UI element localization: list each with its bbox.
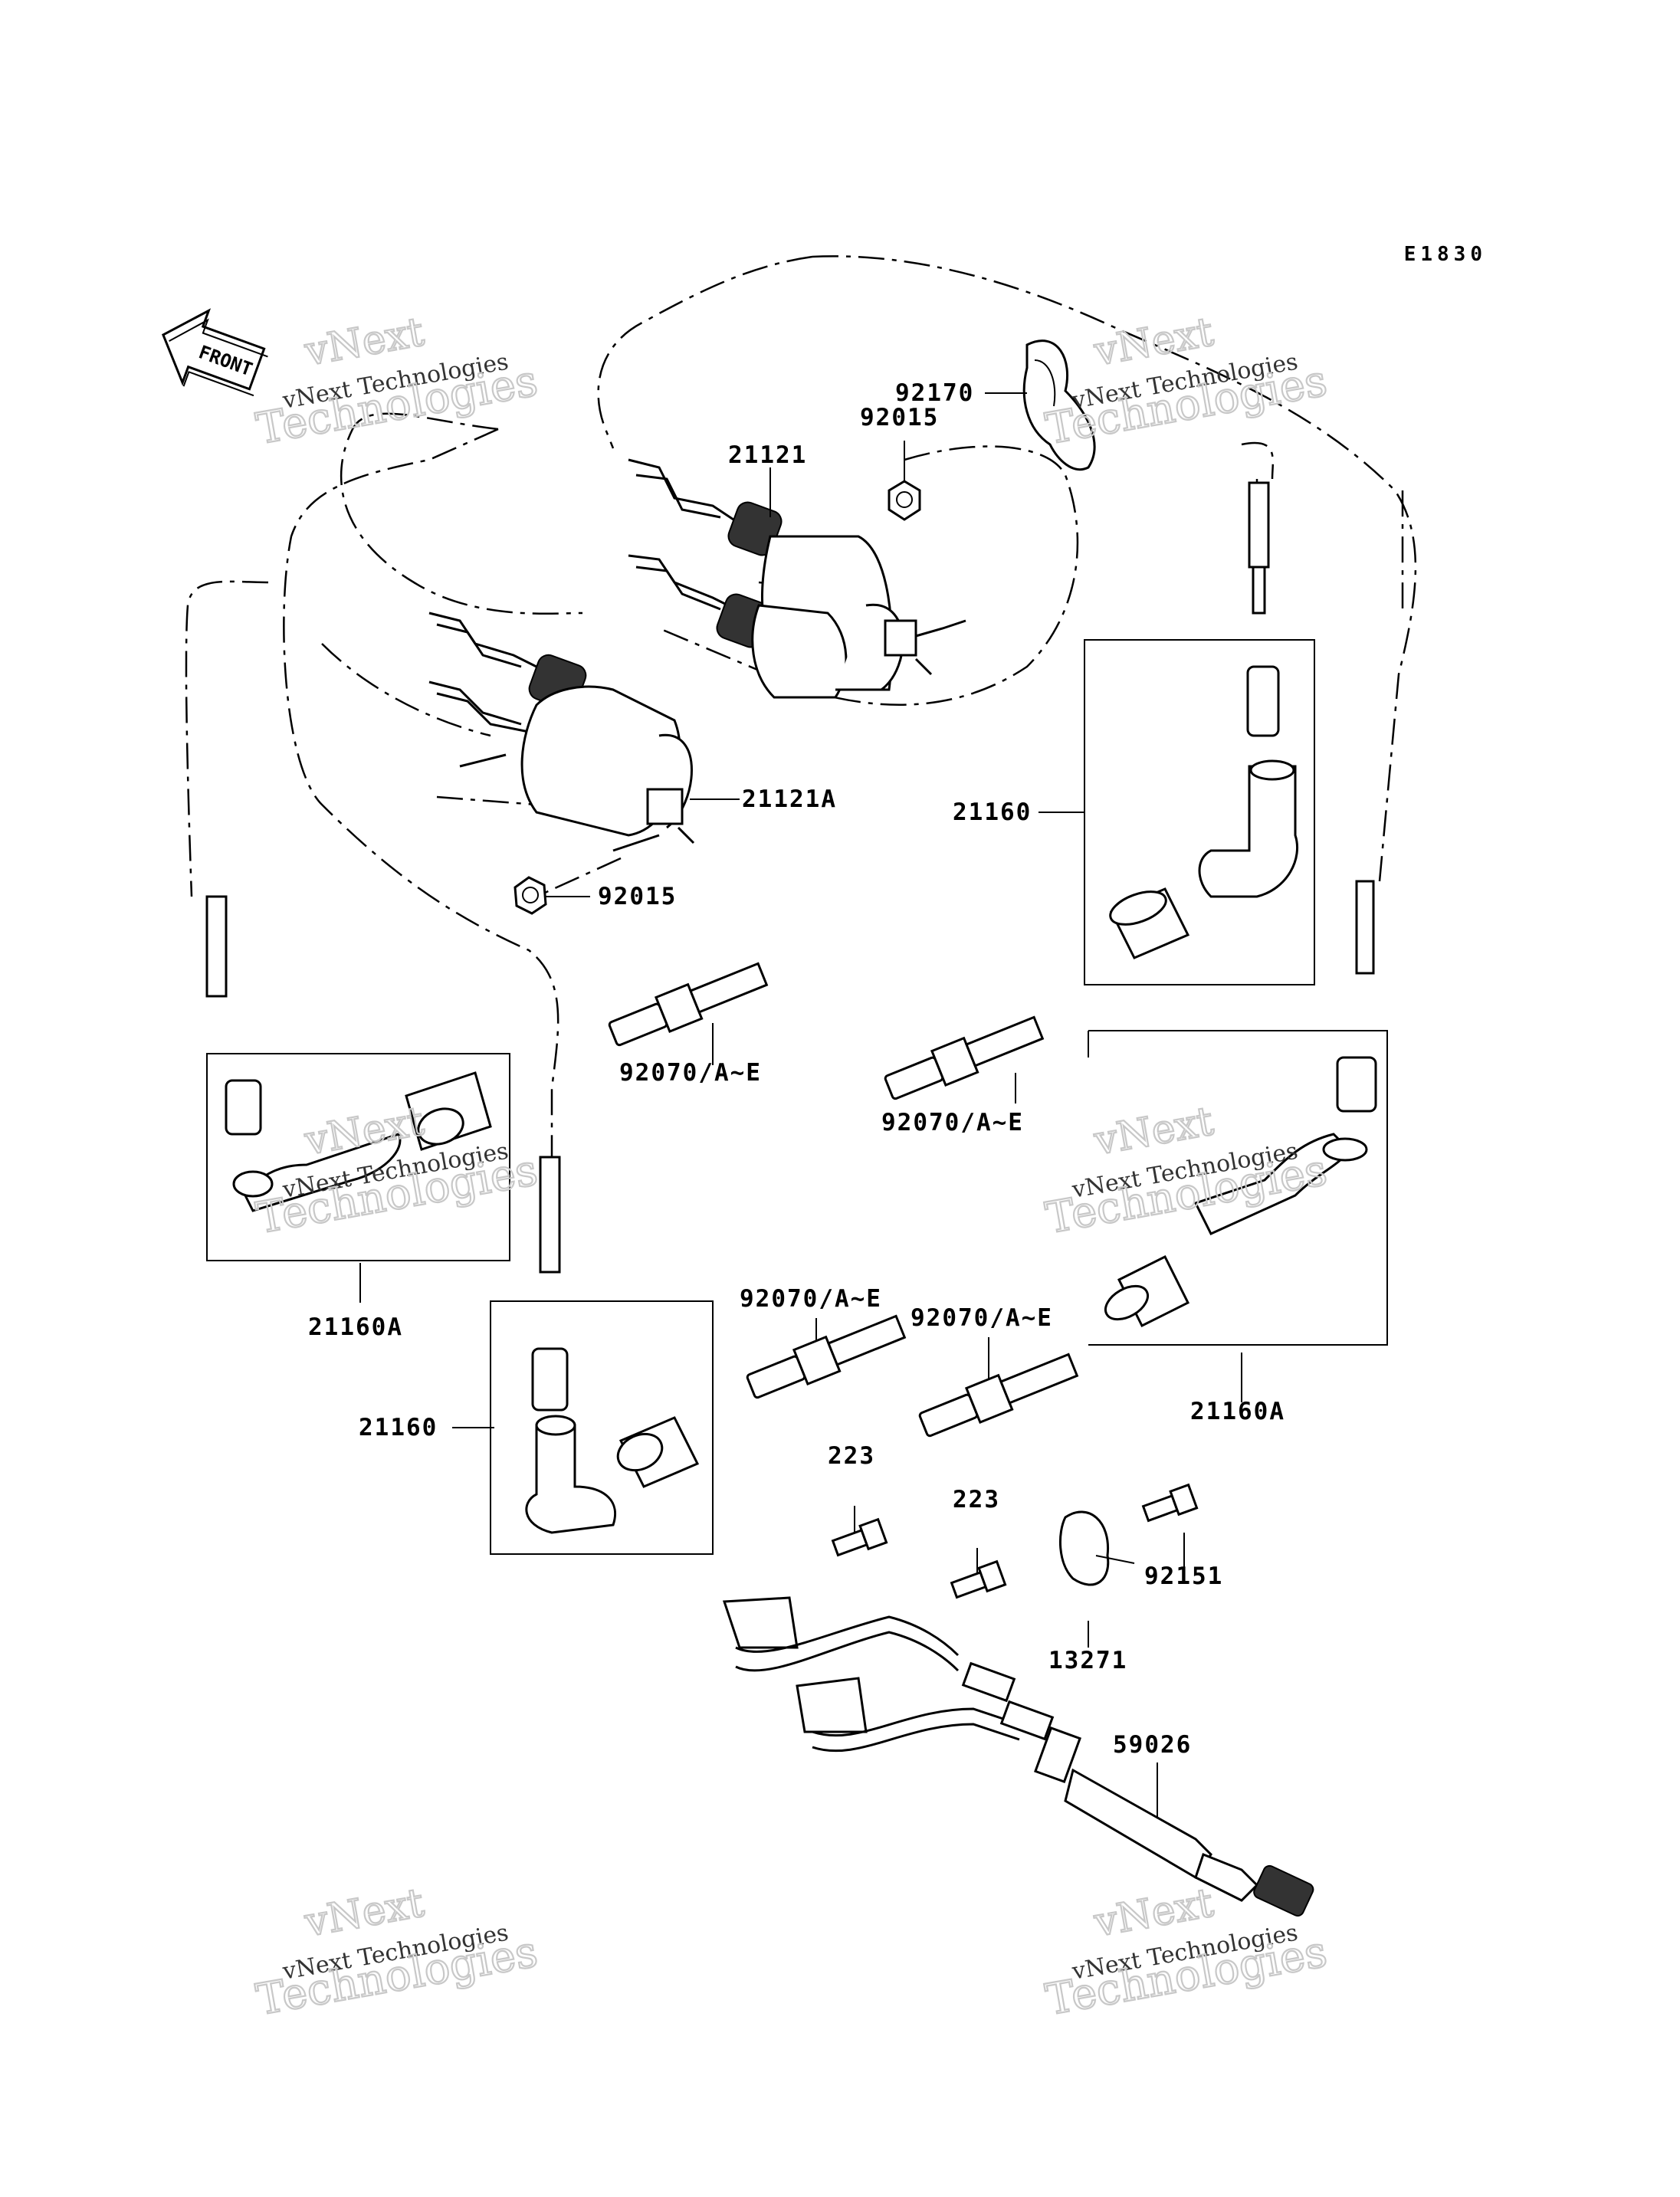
label-92070-d: 92070/A~E bbox=[911, 1304, 1053, 1332]
bolt-223-b bbox=[950, 1559, 1007, 1599]
label-223-b: 223 bbox=[953, 1486, 1000, 1513]
label-21160A-left: 21160A bbox=[308, 1313, 403, 1341]
ignition-coil-21121 bbox=[628, 458, 966, 699]
spark-plug-cap-21160-right bbox=[1109, 481, 1299, 959]
front-label: FRONT bbox=[196, 341, 255, 380]
label-92151: 92151 bbox=[1144, 1562, 1223, 1590]
leader-lines bbox=[359, 392, 1242, 1854]
spark-plug-cap-21160A-left bbox=[205, 895, 492, 1212]
bolt-223-a bbox=[831, 1517, 888, 1557]
label-13271: 13271 bbox=[1048, 1647, 1127, 1674]
label-21160-right: 21160 bbox=[953, 798, 1032, 826]
watermark-2: vNext vNext Technologies Technologies bbox=[1042, 308, 1331, 455]
bolt-92151 bbox=[1141, 1483, 1199, 1523]
label-223-a: 223 bbox=[828, 1442, 875, 1470]
label-92070-c: 92070/A~E bbox=[740, 1285, 882, 1313]
spark-plug-cap-21160-bottom bbox=[525, 1156, 700, 1534]
label-92015-top: 92015 bbox=[860, 404, 939, 431]
watermark-5: vNext vNext Technologies Technologies bbox=[252, 1879, 542, 2026]
label-21160A-right: 21160A bbox=[1190, 1398, 1285, 1425]
clamp-92170 bbox=[1022, 339, 1096, 471]
nut-92015-top bbox=[888, 480, 921, 521]
label-59026: 59026 bbox=[1113, 1731, 1192, 1759]
cap-boxes bbox=[206, 639, 1388, 1555]
harness-59026 bbox=[722, 1596, 1314, 1917]
clamp-13271 bbox=[1058, 1510, 1135, 1586]
label-92015-bottom: 92015 bbox=[598, 883, 677, 910]
spark-plug-b bbox=[884, 1015, 1045, 1100]
spark-plug-c bbox=[746, 1314, 907, 1399]
spark-plug-cap-21160A-right bbox=[1104, 880, 1377, 1328]
label-21160-bottom: 21160 bbox=[359, 1414, 438, 1441]
ignition-coil-21121A bbox=[428, 612, 695, 852]
lead-routing-lines bbox=[185, 255, 1417, 1157]
spark-plug-a bbox=[608, 962, 769, 1047]
label-92070-a: 92070/A~E bbox=[619, 1059, 762, 1087]
diagram-code: E1830 bbox=[1404, 243, 1487, 266]
spark-plug-d bbox=[918, 1353, 1079, 1438]
label-21121: 21121 bbox=[728, 441, 807, 469]
label-92170: 92170 bbox=[895, 379, 974, 407]
nut-92015-bottom bbox=[514, 876, 547, 915]
front-arrow-icon: FRONT bbox=[162, 308, 268, 397]
watermark-3: vNext vNext Technologies Technologies bbox=[252, 1097, 542, 1244]
part-labels: 92170 92015 21121 21121A 92015 21160 920… bbox=[308, 379, 1285, 1759]
label-21121A: 21121A bbox=[742, 785, 837, 813]
label-92070-b: 92070/A~E bbox=[881, 1109, 1024, 1136]
watermark-4: vNext vNext Technologies Technologies bbox=[1042, 1097, 1331, 1244]
